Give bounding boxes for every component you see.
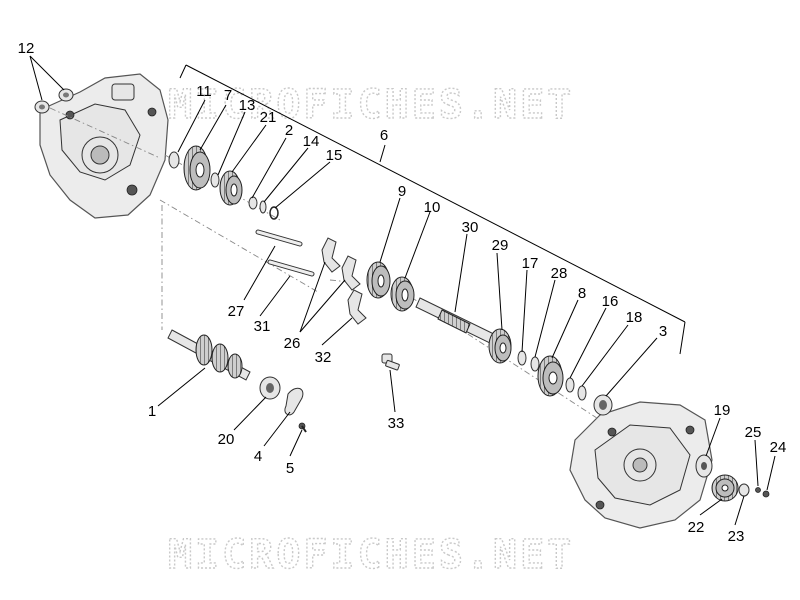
- callout-30: 30: [462, 219, 479, 236]
- part-20-bearing: [259, 376, 281, 400]
- callout-19: 19: [714, 402, 731, 419]
- callout-27: 27: [228, 303, 245, 320]
- leader-lines: [29, 55, 776, 526]
- callout-7: 7: [224, 87, 232, 104]
- part-14-washer: [259, 200, 267, 214]
- callout-1: 1: [148, 403, 156, 420]
- part-24-bolt: [762, 490, 770, 498]
- part-11-washer: [168, 151, 180, 169]
- callout-9: 9: [398, 183, 406, 200]
- callout-12: 12: [18, 40, 35, 57]
- watermark-top: MICROFICHES.NET: [168, 82, 574, 128]
- part-5-screw: [298, 422, 307, 433]
- part-15-circlip: [269, 206, 279, 220]
- part-32-shift-fork: [347, 289, 367, 325]
- callout-6: 6: [380, 127, 388, 144]
- callout-28: 28: [551, 265, 568, 282]
- callout-numbers: 12 11 7 13 21 2 6 14 15 9 10 30 29 17 28…: [18, 40, 787, 545]
- part-23-washer: [738, 483, 750, 497]
- part-3-bearing: [593, 394, 613, 416]
- callout-24: 24: [770, 439, 787, 456]
- right-crankcase: [569, 401, 713, 529]
- callout-2: 2: [285, 122, 293, 139]
- part-26-shift-forks: [321, 237, 361, 291]
- callout-3: 3: [659, 323, 667, 340]
- part-33-bolt: [381, 353, 400, 371]
- part-12-bearings: [34, 88, 74, 114]
- part-16-washer: [565, 377, 575, 393]
- callout-31: 31: [254, 318, 271, 335]
- callout-33: 33: [388, 415, 405, 432]
- callout-4: 4: [254, 448, 262, 465]
- part-17-washer: [517, 350, 527, 366]
- callout-32: 32: [315, 349, 332, 366]
- watermark-bottom: MICROFICHES.NET: [168, 532, 574, 578]
- callout-11: 11: [196, 83, 212, 100]
- part-10-gear: [390, 276, 415, 312]
- part-1-countershaft: [167, 329, 251, 381]
- part-21-gear: [219, 170, 243, 206]
- part-25-nut: [755, 487, 761, 493]
- callout-18: 18: [626, 309, 643, 326]
- part-29-gear: [488, 328, 512, 364]
- callout-17: 17: [522, 255, 539, 272]
- callout-20: 20: [218, 431, 235, 448]
- part-4-retainer-plate: [284, 387, 304, 416]
- part-9-gear: [366, 261, 391, 299]
- part-8-gear: [537, 355, 564, 397]
- part-18-washer: [577, 385, 587, 401]
- callout-13: 13: [239, 97, 256, 114]
- part-31-rod: [267, 259, 315, 277]
- callout-25: 25: [745, 424, 762, 441]
- callout-10: 10: [424, 199, 441, 216]
- group-6-bracket: [179, 64, 686, 355]
- callout-21: 21: [260, 109, 277, 126]
- callout-5: 5: [286, 460, 294, 477]
- part-30-main-shaft: [415, 297, 501, 347]
- callout-14: 14: [303, 133, 320, 150]
- callout-26: 26: [284, 335, 301, 352]
- part-7-gear: [183, 145, 211, 191]
- part-27-rod: [255, 229, 303, 247]
- callout-16: 16: [602, 293, 619, 310]
- callout-23: 23: [728, 528, 745, 545]
- callout-29: 29: [492, 237, 509, 254]
- part-22-sprocket: [711, 474, 739, 502]
- callout-8: 8: [578, 285, 586, 302]
- part-2-bushing: [248, 196, 258, 210]
- callout-22: 22: [688, 519, 705, 536]
- part-19-seal: [695, 454, 713, 478]
- part-13-bushing: [210, 172, 220, 188]
- callout-15: 15: [326, 147, 343, 164]
- part-28-washer: [530, 356, 540, 372]
- left-crankcase: [39, 73, 169, 219]
